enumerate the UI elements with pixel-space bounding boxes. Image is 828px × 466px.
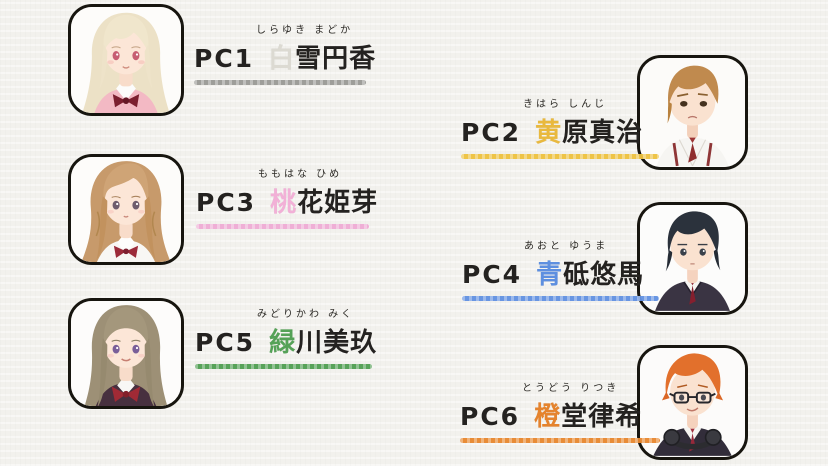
pc1-name-rest: 雪円香	[295, 44, 377, 74]
pc6-number: PC6	[460, 402, 521, 431]
pc5-name-rest: 川美玖	[296, 328, 378, 358]
pc1-name: 白雪円香	[268, 38, 376, 75]
pc6-character-illustration	[640, 348, 745, 457]
pc1-name-first-kanji: 白	[268, 44, 296, 74]
pc4-name-first-kanji: 青	[536, 260, 564, 290]
pc4-character-illustration	[640, 205, 745, 312]
pc1-portrait-frame	[68, 4, 184, 116]
pc6-name-first-kanji: 橙	[534, 402, 562, 432]
pc5-name-first-kanji: 緑	[269, 328, 297, 358]
pc6-underline	[460, 438, 660, 443]
pc3-name-line: PC3 桃花姫芽	[196, 182, 377, 219]
pc4-name: 青砥悠馬	[536, 254, 644, 291]
pc1-number: PC1	[194, 44, 255, 73]
pc3-portrait-frame	[68, 154, 184, 265]
pc3-number: PC3	[196, 188, 257, 217]
pc1-furigana: しらゆき まどか	[256, 25, 354, 36]
pc4-portrait-frame	[637, 202, 748, 315]
pc4-number: PC4	[462, 260, 523, 289]
pc6-portrait-frame	[637, 345, 748, 460]
pc1-name-label: しらゆき まどか PC1 白雪円香	[194, 24, 375, 85]
pc2-name-first-kanji: 黄	[535, 118, 563, 148]
pc3-name: 桃花姫芽	[270, 182, 378, 219]
pc6-name-line: PC6 橙堂律希	[460, 396, 660, 433]
pc6-name-rest: 堂律希	[561, 402, 643, 432]
pc5-portrait-frame	[68, 298, 184, 409]
pc4-furigana: あおと ゆうま	[524, 241, 609, 252]
pc4-name-rest: 砥悠馬	[563, 260, 645, 290]
pc2-character-illustration	[640, 58, 745, 167]
pc6-furigana: とうどう りつき	[522, 383, 620, 394]
pc5-underline	[195, 364, 372, 369]
pc3-name-rest: 花姫芽	[297, 188, 379, 218]
pc6-name: 橙堂律希	[534, 396, 642, 433]
pc2-underline	[461, 154, 659, 159]
pc5-number: PC5	[195, 328, 256, 357]
pc2-portrait-frame	[637, 55, 748, 170]
pc5-furigana: みどりかわ みく	[257, 309, 355, 320]
pc4-name-line: PC4 青砥悠馬	[462, 254, 659, 291]
pc2-number: PC2	[461, 118, 522, 147]
pc2-furigana: きはら しんじ	[523, 99, 608, 110]
pc3-name-label: ももはな ひめ PC3 桃花姫芽	[196, 168, 377, 229]
pc5-character-illustration	[71, 301, 181, 406]
pc4-underline	[462, 296, 659, 301]
pc4-name-label: あおと ゆうま PC4 青砥悠馬	[462, 240, 659, 301]
pc2-name-rest: 原真治	[562, 118, 644, 148]
pc6-name-label: とうどう りつき PC6 橙堂律希	[460, 382, 660, 443]
pc3-furigana: ももはな ひめ	[258, 169, 343, 180]
pc1-name-line: PC1 白雪円香	[194, 38, 375, 75]
pc2-name-label: きはら しんじ PC2 黄原真治	[461, 98, 659, 159]
pc3-underline	[196, 224, 369, 229]
pc5-name-line: PC5 緑川美玖	[195, 322, 376, 359]
pc2-name-line: PC2 黄原真治	[461, 112, 659, 149]
pc3-character-illustration	[71, 157, 181, 262]
pc5-name-label: みどりかわ みく PC5 緑川美玖	[195, 308, 376, 369]
pc1-underline	[194, 80, 366, 85]
pc2-name: 黄原真治	[535, 112, 643, 149]
pc3-name-first-kanji: 桃	[270, 188, 298, 218]
pc1-character-illustration	[71, 7, 181, 113]
pc5-name: 緑川美玖	[269, 322, 377, 359]
